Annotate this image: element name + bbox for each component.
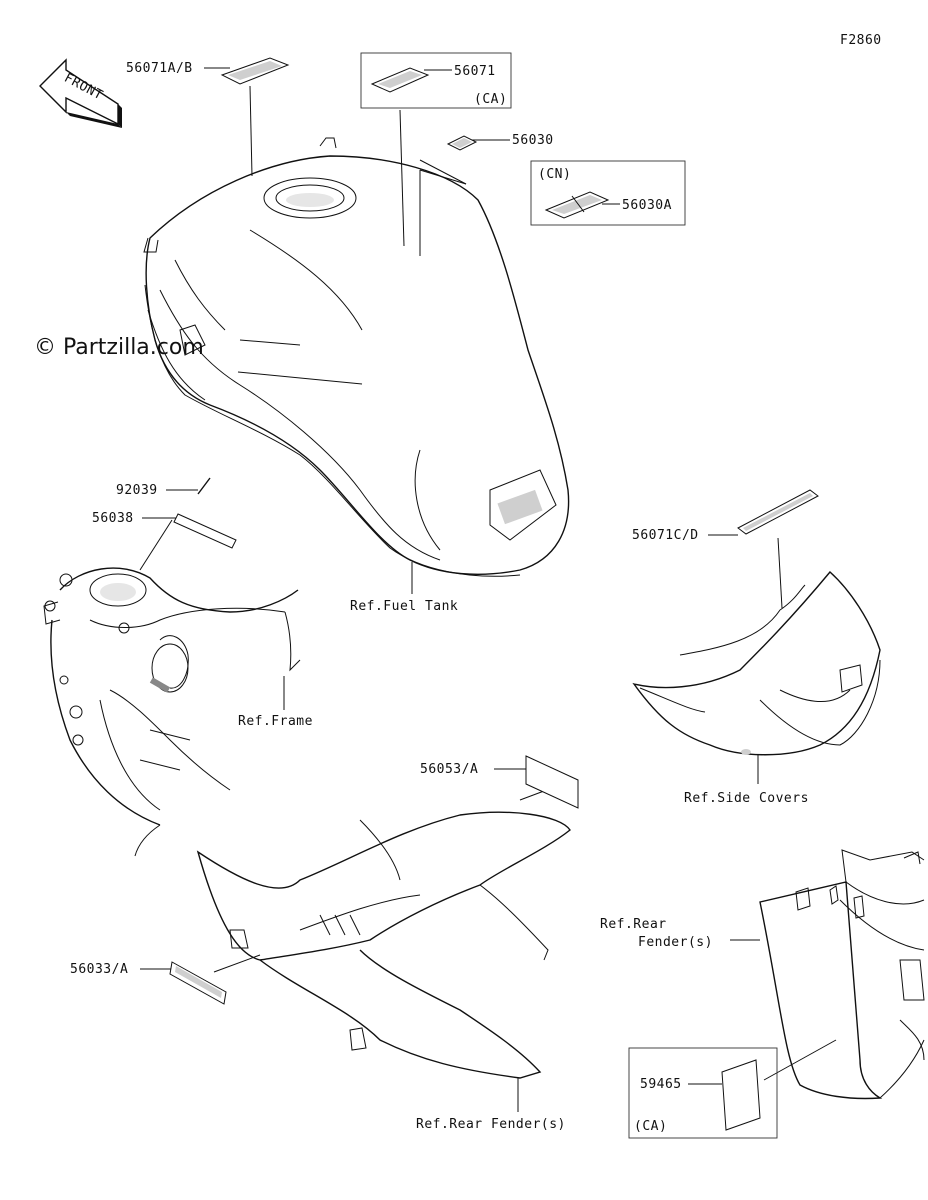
ref-rear-fender-left: Ref.Rear Fender(s) xyxy=(416,1117,566,1132)
part-56038[interactable]: 56038 xyxy=(92,511,237,549)
part-56071-ca-group[interactable]: 56071 (CA) xyxy=(360,52,512,109)
svg-text:56030A: 56030A xyxy=(622,198,672,213)
svg-text:56038: 56038 xyxy=(92,511,134,526)
part-56030[interactable]: 56030 xyxy=(446,133,554,151)
ref-rear-fender-right-2: Fender(s) xyxy=(638,935,713,950)
ref-frame: Ref.Frame xyxy=(238,714,313,729)
svg-text:56030: 56030 xyxy=(512,133,554,148)
svg-text:92039: 92039 xyxy=(116,483,158,498)
fuel-tank-illustration xyxy=(143,109,570,577)
svg-text:(CA): (CA) xyxy=(474,92,507,107)
part-59465-ca-group[interactable]: 59465 (CA) xyxy=(628,1047,778,1139)
ref-rear-fender-right-1: Ref.Rear xyxy=(600,917,667,932)
rear-fender-left-illustration xyxy=(196,787,571,1079)
frame-illustration xyxy=(43,519,301,857)
svg-text:56033/A: 56033/A xyxy=(70,962,128,977)
svg-text:59465: 59465 xyxy=(640,1077,682,1092)
ref-side-covers: Ref.Side Covers xyxy=(684,791,809,806)
part-56071cd[interactable]: 56071C/D xyxy=(632,489,819,543)
figure-id: F2860 xyxy=(840,33,882,48)
svg-text:56071A/B: 56071A/B xyxy=(126,61,193,76)
front-arrow-icon: FRONT xyxy=(39,58,122,128)
svg-text:56071: 56071 xyxy=(454,64,496,79)
part-56071ab[interactable]: 56071A/B xyxy=(126,57,290,177)
watermark: © Partzilla.com xyxy=(34,335,204,360)
svg-text:(CN): (CN) xyxy=(538,167,571,182)
svg-text:56053/A: 56053/A xyxy=(420,762,478,777)
part-92039[interactable]: 92039 xyxy=(116,477,211,498)
part-56033a[interactable]: 56033/A xyxy=(70,961,227,1005)
svg-text:(CA): (CA) xyxy=(634,1119,667,1134)
part-56030a-cn-group[interactable]: (CN) 56030A xyxy=(530,160,686,226)
side-covers-illustration xyxy=(632,537,881,784)
svg-text:56071C/D: 56071C/D xyxy=(632,528,699,543)
part-56053a[interactable]: 56053/A xyxy=(420,755,579,809)
rear-fender-right-illustration xyxy=(730,849,925,1100)
ref-fuel-tank: Ref.Fuel Tank xyxy=(350,599,458,614)
